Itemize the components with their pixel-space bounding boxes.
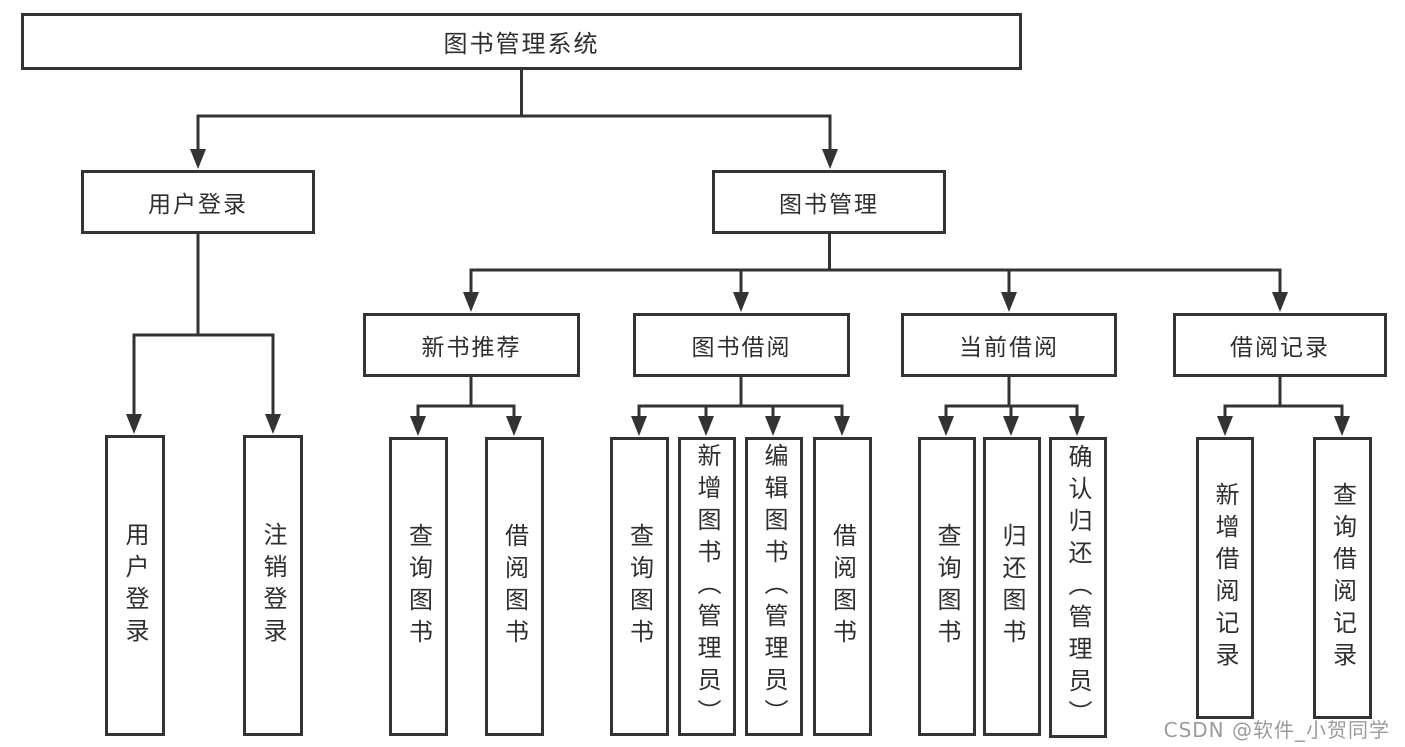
node-new-book-recommend: 新书推荐 (363, 313, 580, 377)
node-borrowing-records: 借阅记录 (1173, 313, 1387, 377)
node-new-book-recommend-label: 新书推荐 (421, 335, 522, 361)
leaf-query-book-3: 查询图书 (918, 437, 976, 736)
node-borrowing-records-label: 借阅记录 (1230, 335, 1330, 361)
node-user-login-label: 用户登录 (148, 192, 248, 218)
node-book-management: 图书管理 (712, 170, 946, 234)
node-library-system: 图书管理系统 (21, 13, 1022, 70)
leaf-borrow-book-2: 借阅图书 (813, 437, 872, 736)
leaf-logout: 注销登录 (243, 435, 303, 736)
leaf-add-book-admin-label: 新增图书（管理员） (693, 442, 721, 731)
leaf-query-book-2-label: 查询图书 (625, 522, 654, 651)
leaf-borrow-book-1: 借阅图书 (485, 437, 544, 736)
leaf-edit-book-admin-label: 编辑图书（管理员） (760, 442, 788, 731)
leaf-borrow-book-2-label: 借阅图书 (828, 522, 857, 651)
csdn-watermark: CSDN @软件_小贺同学 (1163, 718, 1390, 742)
leaf-query-book-1: 查询图书 (389, 437, 448, 736)
arrowheads (126, 149, 1350, 436)
leaf-return-book-label: 归还图书 (998, 522, 1026, 651)
leaf-query-book-2: 查询图书 (610, 437, 669, 736)
node-current-borrowing-label: 当前借阅 (959, 335, 1059, 361)
leaf-user-login-label: 用户登录 (121, 521, 149, 650)
leaf-query-borrow-record-label: 查询借阅记录 (1328, 482, 1357, 674)
node-book-borrowing: 图书借阅 (633, 313, 850, 377)
node-book-management-label: 图书管理 (779, 192, 879, 218)
node-book-borrowing-label: 图书借阅 (691, 335, 792, 361)
node-current-borrowing: 当前借阅 (901, 313, 1117, 377)
leaf-confirm-return-admin: 确认归还（管理员） (1049, 437, 1107, 738)
leaf-return-book: 归还图书 (983, 437, 1041, 736)
node-library-system-label: 图书管理系统 (443, 30, 600, 58)
leaf-add-book-admin: 新增图书（管理员） (678, 437, 736, 736)
leaf-add-borrow-record: 新增借阅记录 (1196, 437, 1254, 719)
node-user-login: 用户登录 (81, 170, 315, 234)
leaf-user-login: 用户登录 (105, 435, 165, 736)
leaf-add-borrow-record-label: 新增借阅记录 (1211, 482, 1239, 674)
leaf-logout-label: 注销登录 (259, 521, 287, 650)
leaf-query-book-3-label: 查询图书 (933, 522, 961, 651)
leaf-borrow-book-1-label: 借阅图书 (500, 522, 529, 651)
leaf-query-borrow-record: 查询借阅记录 (1313, 437, 1372, 719)
leaf-query-book-1-label: 查询图书 (404, 522, 433, 651)
leaf-edit-book-admin: 编辑图书（管理员） (745, 437, 803, 736)
leaf-confirm-return-admin-label: 确认归还（管理员） (1064, 443, 1092, 732)
